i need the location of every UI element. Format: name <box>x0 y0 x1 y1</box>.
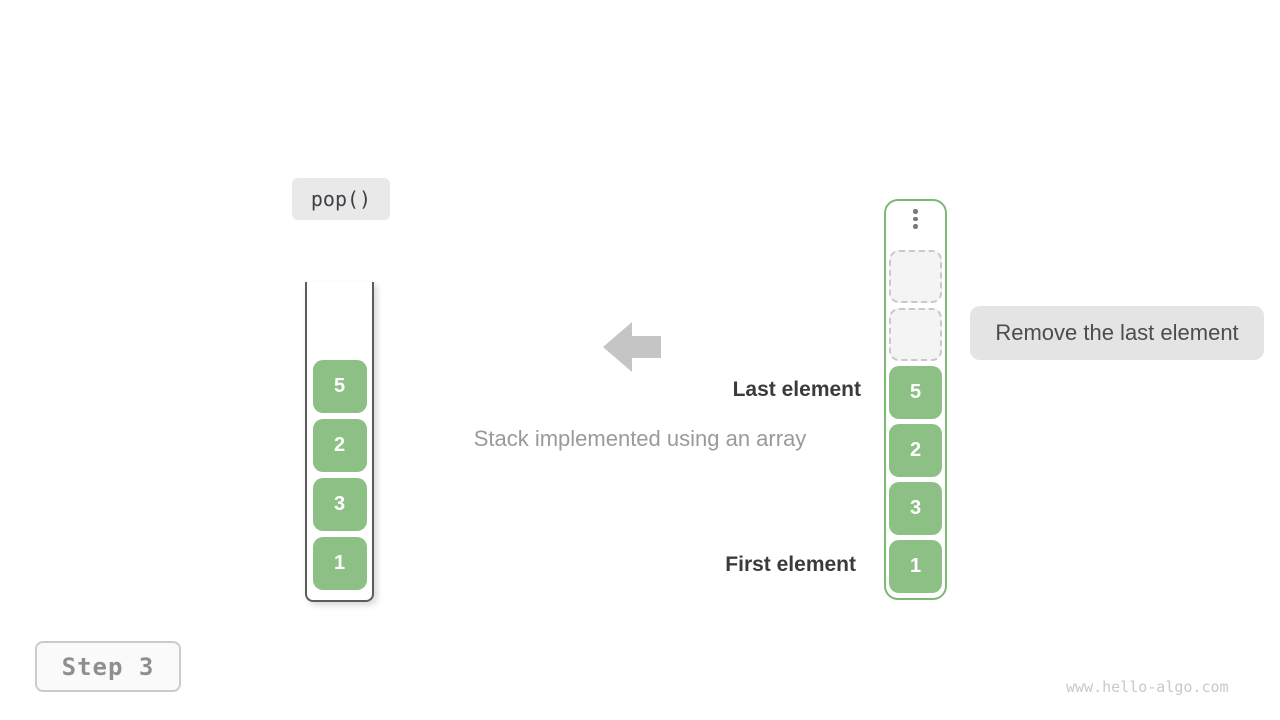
stack-caption: Stack implemented using an array <box>473 426 807 451</box>
array-cell: 1 <box>889 539 942 593</box>
empty-array-slot <box>889 249 942 303</box>
remove-action-note: Remove the last element <box>970 306 1264 360</box>
stack-container: 5 2 3 1 <box>305 282 374 602</box>
array-container: 5 2 3 1 <box>884 199 947 600</box>
last-element-label: Last element <box>732 378 861 401</box>
remove-action-text: Remove the last element <box>995 320 1239 345</box>
stack-cell: 1 <box>312 537 367 590</box>
step-badge: Step 3 <box>35 641 181 692</box>
pop-direction-left-arrow-icon <box>603 322 661 372</box>
array-cell: 5 <box>889 365 942 419</box>
empty-array-slot <box>889 307 942 361</box>
pop-operation-text: pop() <box>310 187 372 211</box>
array-cell: 3 <box>889 481 942 535</box>
watermark: www.hello-algo.com <box>1066 678 1229 696</box>
stack-cell: 2 <box>312 419 367 472</box>
pop-operation-label: pop() <box>292 178 390 220</box>
first-element-label: First element <box>725 553 856 576</box>
array-slots: 5 2 3 1 <box>889 249 942 593</box>
stack-cell: 5 <box>312 360 367 413</box>
step-badge-text: Step 3 <box>61 652 155 681</box>
ellipsis-dot <box>913 209 918 214</box>
ellipsis-dot <box>913 224 918 229</box>
vertical-ellipsis-icon <box>913 209 918 229</box>
ellipsis-dot <box>913 216 918 221</box>
array-cell: 2 <box>889 423 942 477</box>
stack-cell: 3 <box>312 478 367 531</box>
